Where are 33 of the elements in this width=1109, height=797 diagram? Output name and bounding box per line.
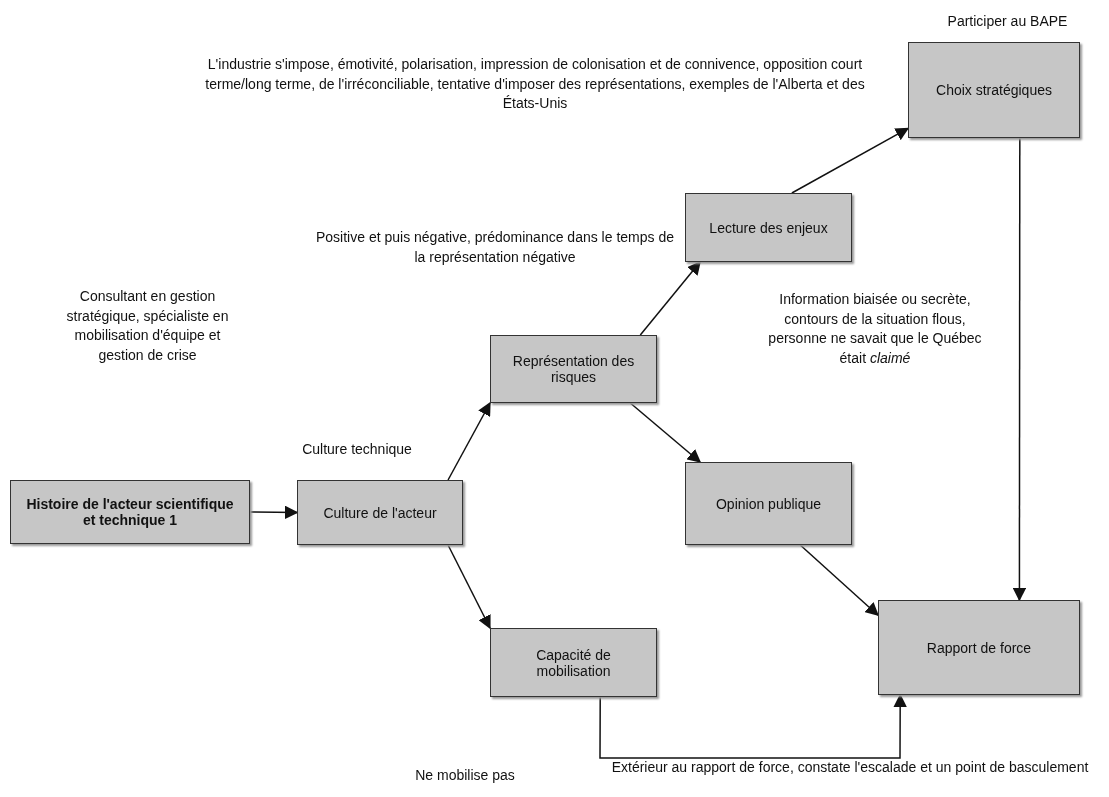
box-label: Représentation des risques [511,353,636,385]
process-box [685,193,852,262]
annotation: Consultant en gestion stratégique, spécialiste en mobilisation d'équipe et gestion de crise [65,287,230,365]
box-label: Rapport de force [926,639,1032,656]
arrow [791,127,910,194]
box-label: Capacité de mobilisation [535,646,612,679]
box-label: Culture de l'acteur [323,504,437,521]
annotation: Culture technique [301,440,413,459]
process-box [10,480,250,544]
arrow [799,544,879,617]
annotation: Ne mobilise pas [414,766,516,785]
arrow [599,693,907,759]
arrow [629,402,702,463]
process-box [490,335,657,403]
box-label: Lecture des enjeux [709,219,828,236]
annotation: Extérieur au rapport de force, constate l'escalade et un point de basculement [610,758,1090,777]
process-box [878,600,1080,695]
arrow [249,505,299,520]
process-box [685,462,852,545]
arrow [639,260,701,336]
process-box [490,628,657,697]
annotation: Positive et puis négative, prédominance dans le temps de la représentation négative [315,228,675,267]
box-label: Histoire de l'acteur scientifique et technique 1 [25,496,235,528]
annotation: Information biaisée ou secrète, contours de la situation flous, personne ne savait que le Québec était claimé [767,290,983,368]
annotation: Participer au BAPE [946,12,1069,31]
box-label: Choix stratégiques [936,82,1052,98]
arrow [447,544,491,630]
process-box [908,42,1080,138]
process-box [297,480,463,545]
annotation: L'industrie s'impose, émotivité, polarisation, impression de colonisation et de connivence, opposition court terme/long terme, de l'irréconciliable, tentative d'imposer des représentations, exemples de l'Alberta et des États-Unis [204,55,866,114]
arrow [447,401,491,481]
box-label: Opinion publique [715,495,822,512]
arrow [1012,137,1027,602]
